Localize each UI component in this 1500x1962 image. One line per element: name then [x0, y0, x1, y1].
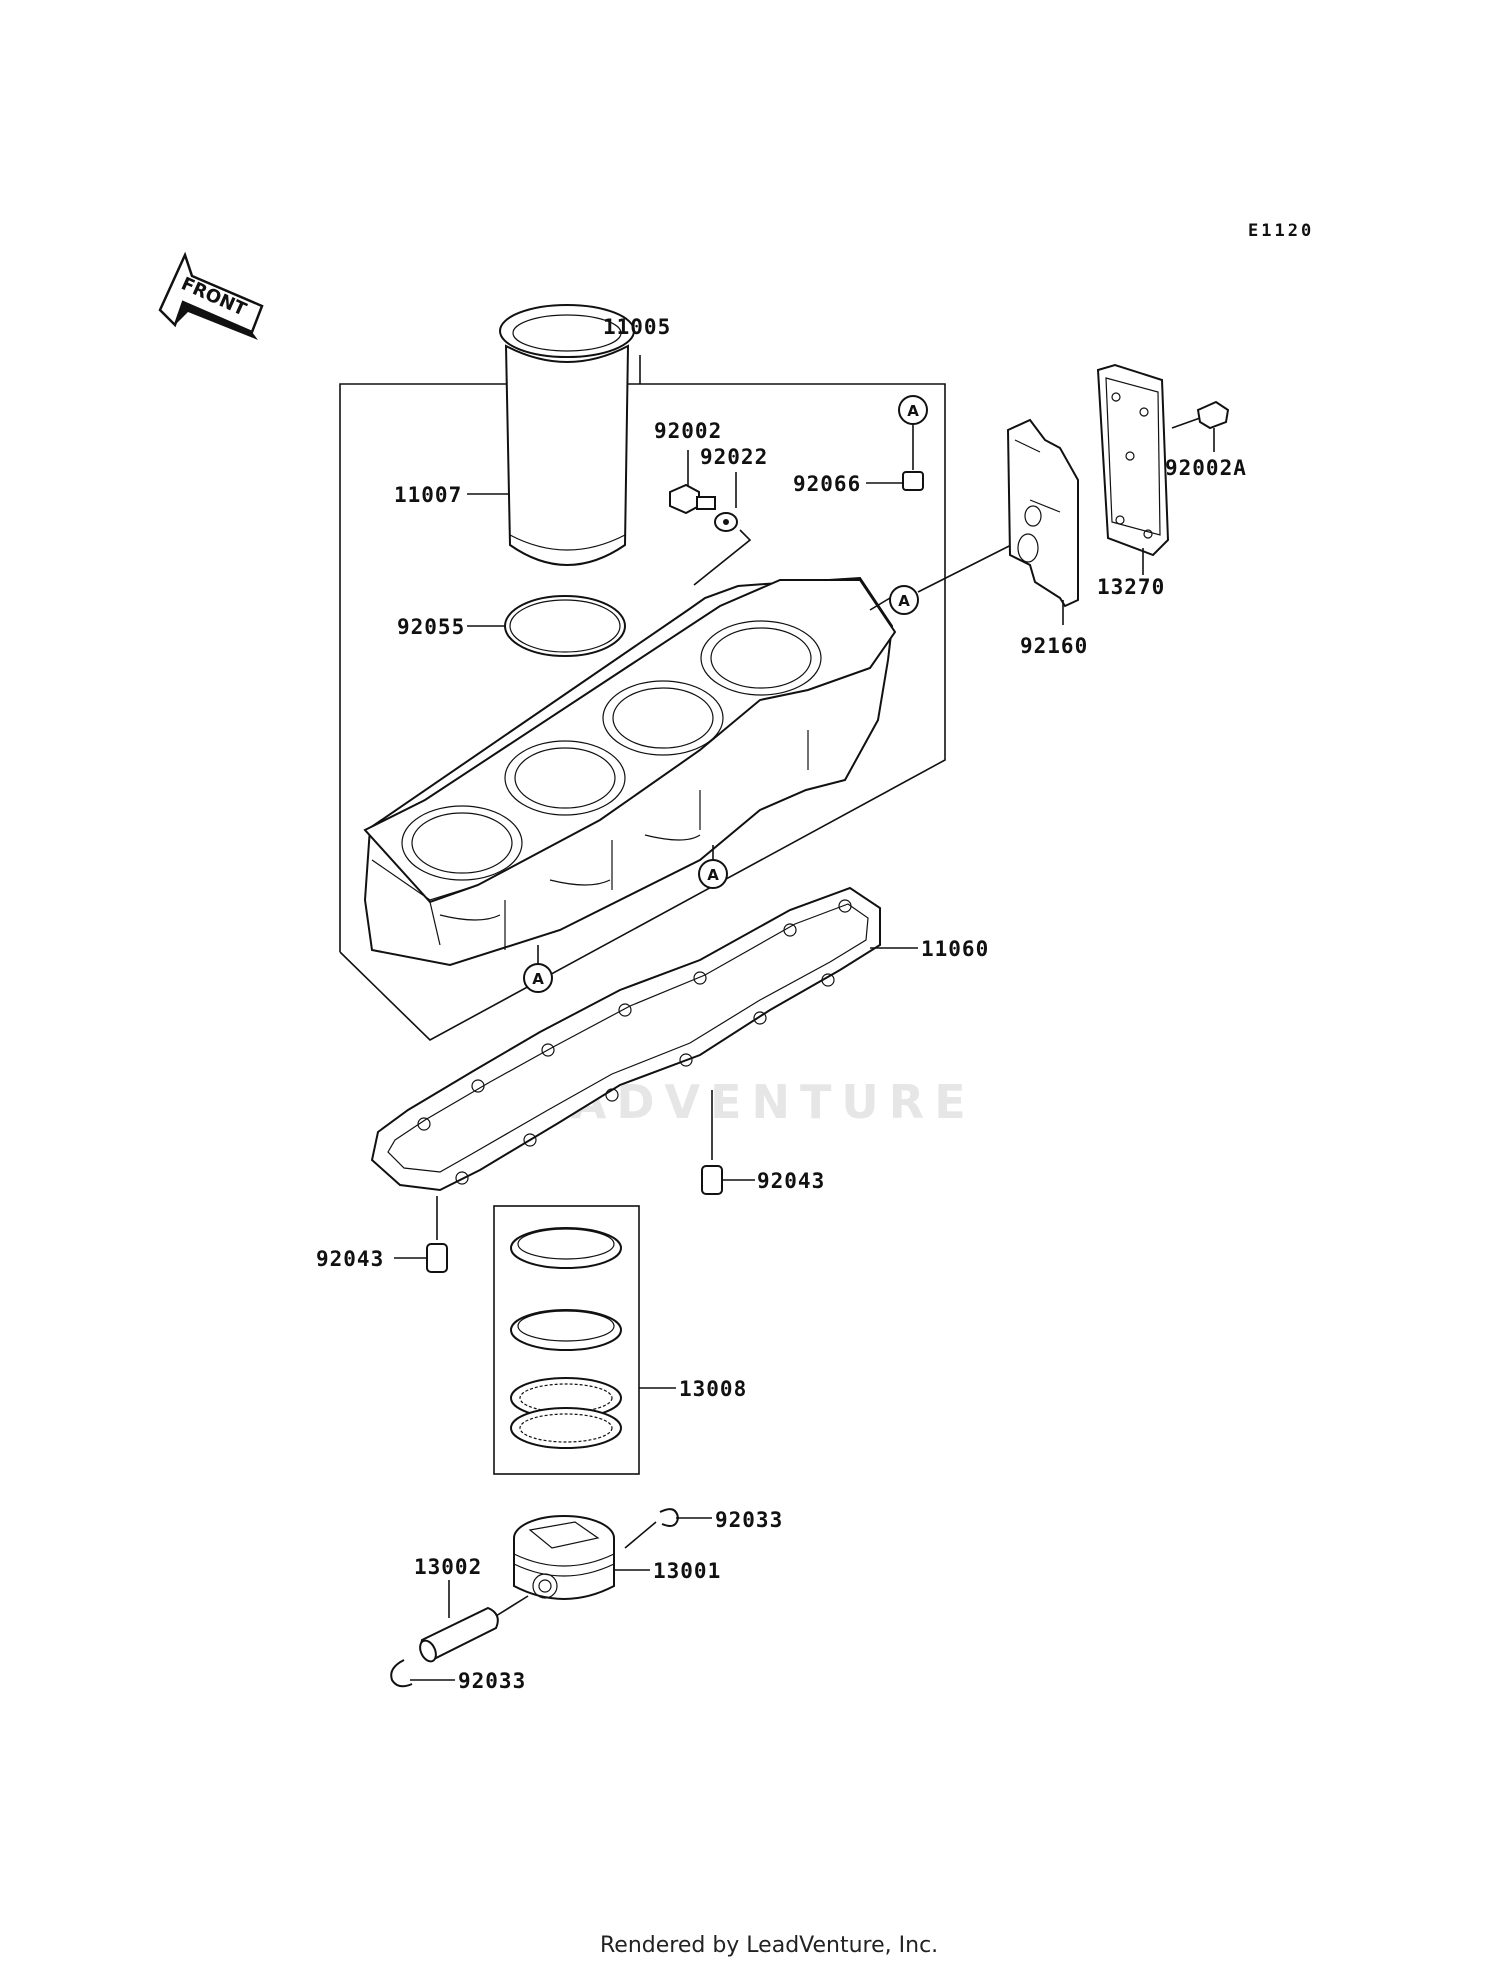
- plug-92066: A: [866, 395, 928, 491]
- ref-marker-a-3: A: [698, 845, 728, 889]
- part-number-92002a[interactable]: 92002A: [1165, 456, 1247, 480]
- part-number-92033-bottom[interactable]: 92033: [458, 1669, 526, 1693]
- base-gasket: [370, 886, 918, 1192]
- svg-text:A: A: [898, 592, 910, 610]
- part-number-92043-left[interactable]: 92043: [316, 1247, 384, 1271]
- ref-marker-a-1: A: [907, 402, 919, 420]
- svg-text:A: A: [532, 970, 544, 988]
- circlip-top: [624, 1508, 712, 1549]
- piston-pin: [419, 1580, 529, 1663]
- bracket-92160: [1006, 418, 1079, 625]
- part-number-92043-right[interactable]: 92043: [757, 1169, 825, 1193]
- part-number-92022[interactable]: 92022: [700, 445, 768, 469]
- piston-ring-set: [493, 1205, 676, 1475]
- svg-text:A: A: [707, 866, 719, 884]
- part-number-92033-top[interactable]: 92033: [715, 1508, 783, 1532]
- cylinder-liner: [467, 304, 635, 566]
- part-number-92066[interactable]: 92066: [793, 472, 861, 496]
- o-ring: [467, 595, 626, 657]
- cover-13270: [1096, 363, 1170, 575]
- cylinder-assembly-bracket: [339, 355, 946, 1041]
- bolt-92002: [669, 450, 716, 515]
- part-number-11007[interactable]: 11007: [394, 483, 462, 507]
- part-number-92002[interactable]: 92002: [654, 419, 722, 443]
- circlip-bottom: [390, 1659, 455, 1688]
- diagram-code: E1120: [1248, 221, 1314, 241]
- dowel-pin-left: [394, 1196, 448, 1273]
- part-number-11005[interactable]: 11005: [603, 315, 671, 339]
- part-number-13002[interactable]: 13002: [414, 1555, 482, 1579]
- part-number-92055[interactable]: 92055: [397, 615, 465, 639]
- piston: [513, 1515, 650, 1600]
- part-number-13001[interactable]: 13001: [653, 1559, 721, 1583]
- part-number-13008[interactable]: 13008: [679, 1377, 747, 1401]
- cylinder-block: [363, 576, 897, 967]
- front-arrow-icon: FRONT: [158, 251, 264, 340]
- part-number-92160[interactable]: 92160: [1020, 634, 1088, 658]
- bolt-92002a: [1171, 400, 1230, 452]
- part-number-11060[interactable]: 11060: [921, 937, 989, 961]
- dowel-pin-right: [701, 1090, 755, 1195]
- ref-marker-a-4: A: [523, 945, 553, 993]
- part-number-13270[interactable]: 13270: [1097, 575, 1165, 599]
- washer-92022: [693, 472, 752, 586]
- footer-credit: Rendered by LeadVenture, Inc.: [600, 1933, 938, 1958]
